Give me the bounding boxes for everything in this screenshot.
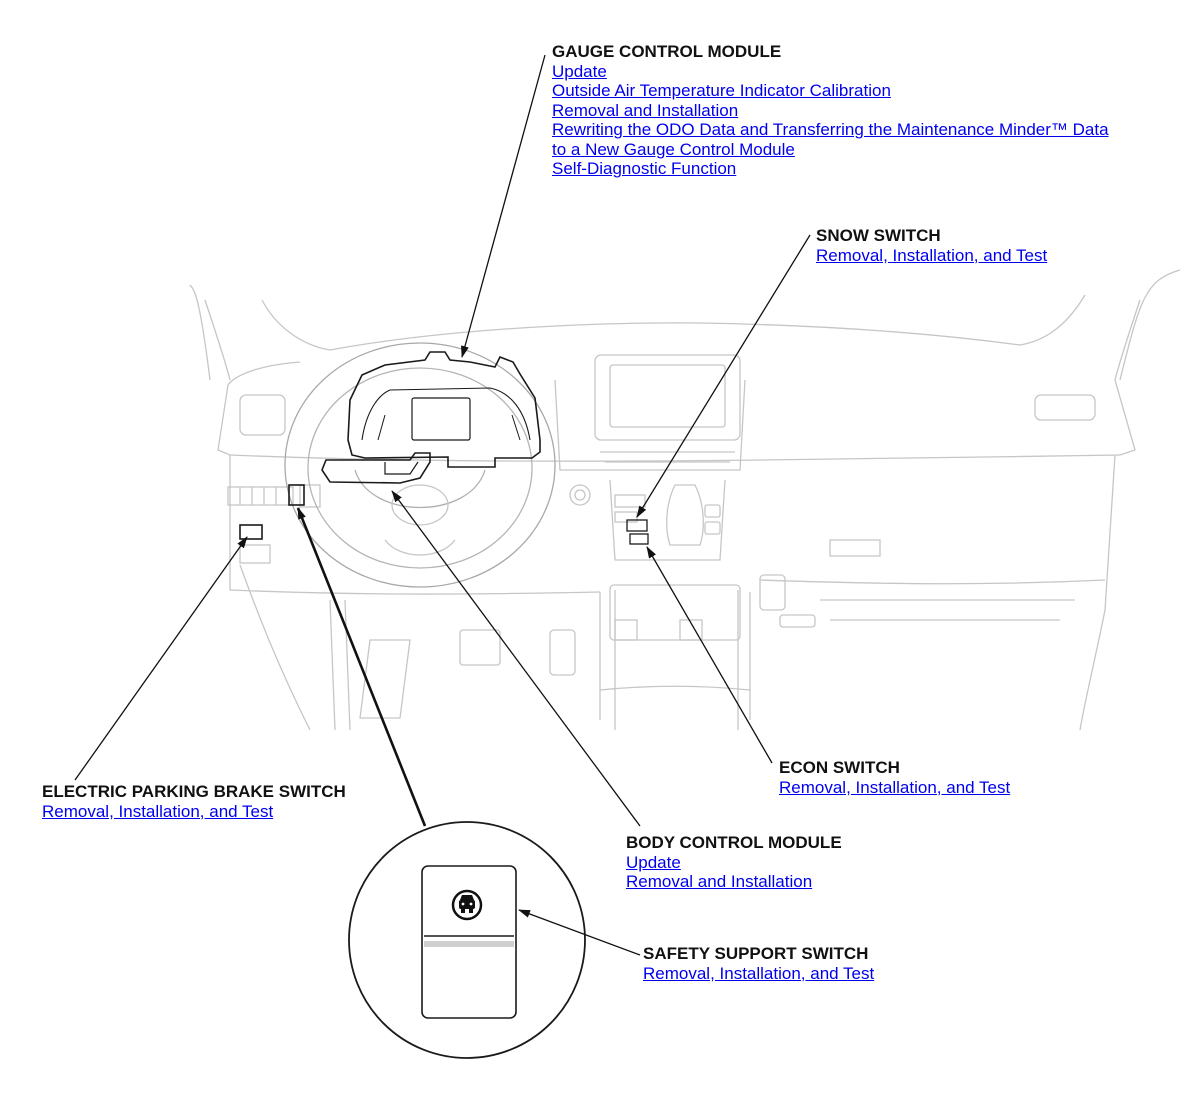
electric-parking-brake-switch-callout: ELECTRIC PARKING BRAKE SWITCH Removal, I…	[42, 782, 346, 821]
rewriting-odo-data-link-continued[interactable]: to a New Gauge Control Module	[552, 139, 795, 159]
safety-support-icon	[451, 889, 483, 921]
econ-switch-marker	[629, 533, 649, 545]
gauge-control-module-leader	[461, 54, 546, 358]
safety-support-switch-title: SAFETY SUPPORT SWITCH	[643, 944, 869, 963]
gauge-removal-installation-link[interactable]: Removal and Installation	[552, 100, 739, 120]
econ-switch-leader	[646, 546, 773, 764]
body-control-module-update-link[interactable]: Update	[626, 852, 681, 872]
gauge-cluster	[321, 351, 541, 484]
body-control-module-title: BODY CONTROL MODULE	[626, 833, 842, 852]
snow-switch-removal-link[interactable]: Removal, Installation, and Test	[816, 245, 1048, 265]
gauge-control-module-title: GAUGE CONTROL MODULE	[552, 42, 782, 61]
electric-parking-brake-switch-title: ELECTRIC PARKING BRAKE SWITCH	[42, 782, 346, 801]
snow-switch-leader	[636, 234, 811, 518]
electric-parking-brake-switch-marker	[239, 524, 263, 540]
gauge-update-link[interactable]: Update	[552, 61, 607, 81]
body-control-module-removal-link[interactable]: Removal and Installation	[626, 872, 813, 891]
outside-air-temperature-calibration-link[interactable]: Outside Air Temperature Indicator Calibr…	[552, 81, 891, 100]
safety-support-switch-marker	[288, 484, 305, 506]
leader-lines	[74, 54, 811, 956]
dashboard-outline	[189, 269, 1181, 731]
zoom-detail	[348, 821, 586, 1059]
electric-parking-brake-switch-leader	[74, 536, 248, 781]
rewriting-odo-data-link[interactable]: Rewriting the ODO Data and Transferring …	[552, 120, 1109, 139]
econ-switch-title: ECON SWITCH	[779, 758, 900, 777]
econ-switch-removal-link[interactable]: Removal, Installation, and Test	[779, 777, 1011, 797]
snow-switch-callout: SNOW SWITCH Removal, Installation, and T…	[816, 226, 1047, 265]
gauge-control-module-callout: GAUGE CONTROL MODULE Update Outside Air …	[552, 42, 1109, 179]
safety-support-switch-removal-link[interactable]: Removal, Installation, and Test	[643, 963, 875, 983]
body-control-module-leader	[391, 490, 641, 827]
snow-switch-title: SNOW SWITCH	[816, 226, 941, 245]
self-diagnostic-function-link[interactable]: Self-Diagnostic Function	[552, 159, 737, 178]
zoom-detail-leader	[296, 507, 427, 827]
safety-support-switch-callout: SAFETY SUPPORT SWITCH Removal, Installat…	[643, 944, 874, 983]
body-control-module-callout: BODY CONTROL MODULE Update Removal and I…	[626, 833, 842, 892]
snow-switch-marker	[626, 519, 648, 532]
electric-parking-brake-switch-removal-link[interactable]: Removal, Installation, and Test	[42, 801, 274, 821]
safety-support-switch-leader	[518, 909, 641, 956]
econ-switch-callout: ECON SWITCH Removal, Installation, and T…	[779, 758, 1010, 797]
steering-wheel	[284, 342, 556, 588]
